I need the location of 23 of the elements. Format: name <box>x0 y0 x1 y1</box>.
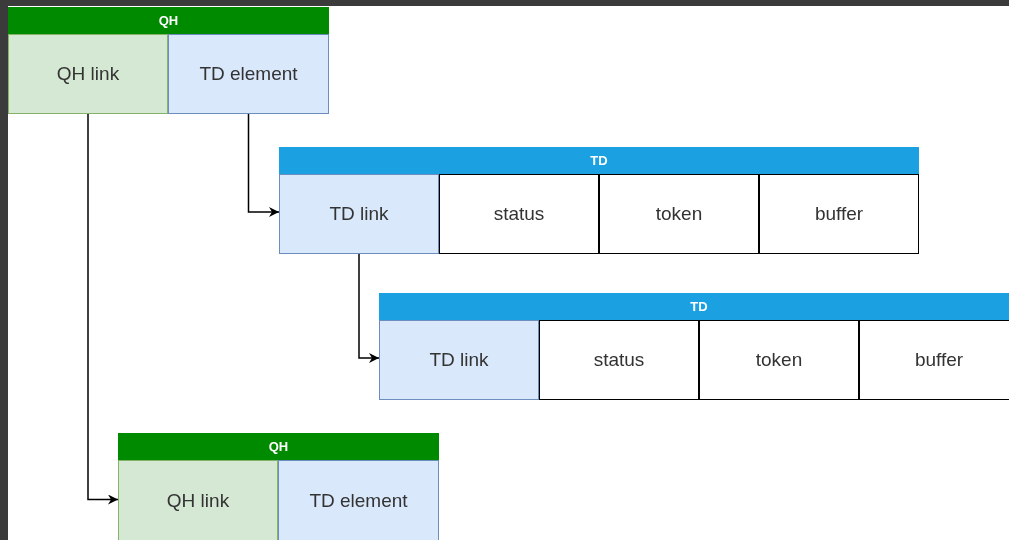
arrow <box>87 113 119 505</box>
qh-link-field: QH link <box>118 460 278 540</box>
qh-structure <box>8 7 329 114</box>
td-structure <box>379 293 1009 400</box>
td-structure <box>279 147 919 254</box>
td-link-field: TD link <box>379 320 539 400</box>
qh-structure <box>118 433 439 540</box>
buffer-field: buffer <box>759 174 919 254</box>
arrow <box>358 253 380 363</box>
structure-title: TD <box>590 151 608 170</box>
td-link-field: TD link <box>279 174 439 254</box>
structure-title: TD <box>690 297 708 316</box>
structure-title: QH <box>268 437 289 456</box>
token-field: token <box>699 320 859 400</box>
arrow <box>247 113 280 217</box>
status-field: status <box>539 320 699 400</box>
qh-link-field: QH link <box>8 34 168 114</box>
status-field: status <box>439 174 599 254</box>
token-field: token <box>599 174 759 254</box>
td-element-field: TD element <box>168 34 329 114</box>
structure-title: QH <box>158 11 179 30</box>
buffer-field: buffer <box>859 320 1009 400</box>
td-element-field: TD element <box>278 460 439 540</box>
